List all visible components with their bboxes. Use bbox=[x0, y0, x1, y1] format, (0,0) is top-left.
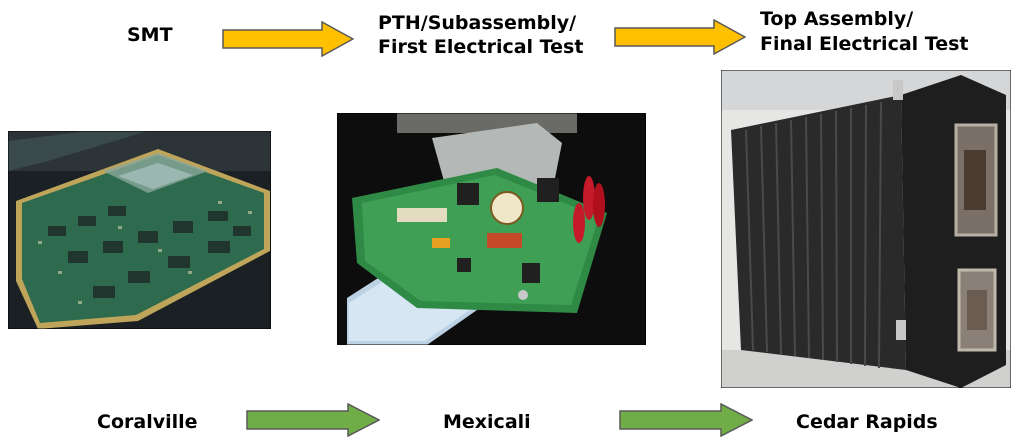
smt-circuit-board-photo bbox=[8, 131, 271, 329]
location-arrow-1 bbox=[246, 403, 380, 437]
location-cedar-rapids-label: Cedar Rapids bbox=[796, 411, 938, 433]
stage-smt-label: SMT bbox=[127, 24, 173, 46]
stage-arrow-2 bbox=[614, 19, 746, 55]
stage-pth-label-line2: First Electrical Test bbox=[378, 36, 584, 58]
stage-top-label-line1: Top Assembly/ bbox=[760, 8, 914, 30]
stage-arrow-1 bbox=[222, 21, 354, 57]
stage-top-label-line2: Final Electrical Test bbox=[760, 33, 969, 55]
pth-subassembly-board-photo bbox=[337, 113, 646, 345]
location-coralville-label: Coralville bbox=[97, 411, 198, 433]
top-assembly-enclosure-photo bbox=[721, 70, 1011, 388]
location-mexicali-label: Mexicali bbox=[443, 411, 531, 433]
location-arrow-2 bbox=[619, 403, 753, 437]
stage-pth-label-line1: PTH/Subassembly/ bbox=[378, 12, 577, 34]
